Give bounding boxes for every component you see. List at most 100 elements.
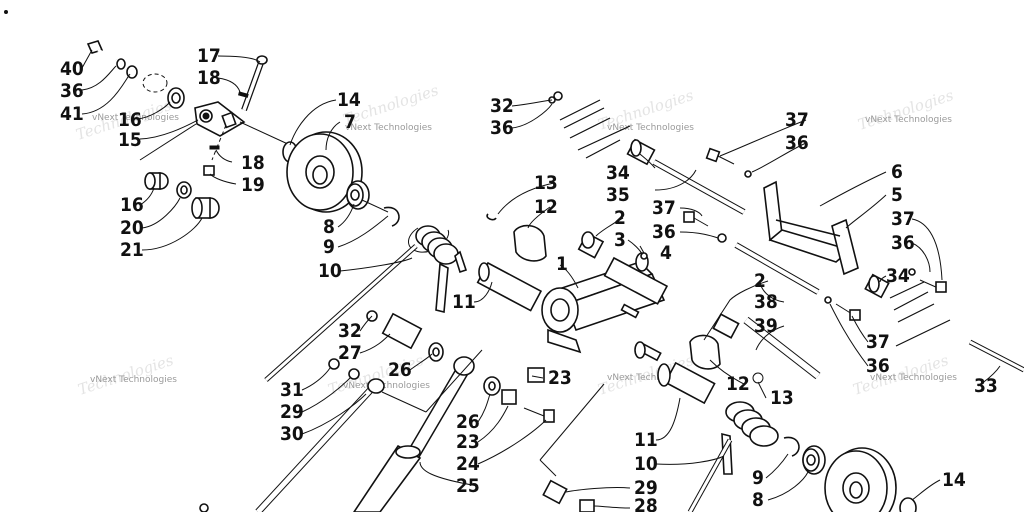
washer-36-top: [744, 170, 752, 178]
label-21: 21: [120, 239, 144, 261]
bearing-8: [346, 180, 370, 210]
bolt-37-right: [919, 279, 947, 293]
label-13: 13: [770, 387, 794, 409]
label-23: 23: [456, 431, 480, 453]
partial-nut: [199, 503, 209, 512]
bushing-23-lower: [501, 389, 517, 405]
label-26: 26: [388, 359, 412, 381]
label-19: 19: [241, 174, 265, 196]
label-32: 32: [338, 320, 362, 342]
washer-20: [176, 181, 192, 199]
bracket-5: [763, 180, 859, 276]
svg-text:Technologies: Technologies: [856, 86, 956, 134]
watermark-text: vNext Technologies: [343, 381, 430, 391]
label-36: 36: [891, 232, 915, 254]
label-36: 36: [60, 80, 84, 102]
label-29: 29: [280, 401, 304, 423]
bushing-34-top: [626, 138, 656, 166]
washer-26-left: [428, 342, 444, 362]
label-37: 37: [785, 109, 809, 131]
link-30: [255, 378, 385, 512]
watermark-text: vNext Technologies: [90, 375, 177, 385]
watermark-text: vNext Technologies: [865, 115, 952, 125]
label-9: 9: [323, 236, 335, 258]
washer-29-left: [348, 368, 360, 380]
label-18: 18: [241, 152, 265, 174]
bolt-37-top: [705, 147, 735, 165]
label-16: 16: [120, 194, 144, 216]
rod-38: [734, 242, 820, 295]
label-36: 36: [652, 221, 676, 243]
label-18: 18: [197, 67, 221, 89]
clip-13-right: [752, 372, 764, 384]
label-20: 20: [120, 217, 144, 239]
bearing-8-right: [802, 445, 826, 475]
callout-labels: 40 36 41 16 15 17 18 18 19 14 7 16 20 21…: [60, 45, 998, 512]
label-37: 37: [866, 331, 890, 353]
label-25: 25: [456, 475, 480, 497]
wheel-7-right: [824, 447, 917, 512]
label-7: 7: [344, 111, 356, 133]
watermark-text: vNext Technologies: [607, 373, 694, 383]
bushing-34-right: [864, 273, 890, 299]
label-40: 40: [60, 58, 84, 80]
spring-10-right: [687, 401, 779, 512]
label-14: 14: [337, 89, 361, 111]
bushing-29-lower: [542, 479, 568, 505]
snap-ring-9: [383, 206, 400, 227]
label-10: 10: [318, 260, 342, 282]
watermark-text: vNext Technologies: [607, 123, 694, 133]
frame-hatch-top: [559, 99, 631, 159]
bolt-37-lower: [835, 303, 861, 321]
bolt-40: [86, 40, 117, 62]
shock-25: [353, 356, 475, 512]
label-41: 41: [60, 103, 84, 125]
tube-11-right: [657, 361, 716, 405]
label-11: 11: [452, 291, 476, 313]
label-5: 5: [891, 184, 903, 206]
label-4: 4: [660, 242, 672, 264]
label-39: 39: [754, 315, 778, 337]
label-2: 2: [614, 207, 626, 229]
bushing-2-right: [712, 313, 740, 339]
label-32: 32: [490, 95, 514, 117]
washer-36-mid: [717, 233, 727, 243]
bushing-21: [191, 197, 220, 219]
washer-36-lower: [824, 296, 832, 304]
label-15: 15: [118, 129, 142, 151]
label-14: 14: [942, 469, 966, 491]
frame-hatch-right: [889, 281, 951, 347]
phantom-part: [142, 73, 168, 93]
watermark-text: vNext Technologies: [870, 373, 957, 383]
nut-19: [203, 165, 215, 176]
rod-39: [743, 316, 821, 380]
washer-26-right: [483, 376, 501, 396]
bolt-17: [241, 55, 268, 112]
label-11: 11: [634, 429, 658, 451]
label-12: 12: [534, 196, 558, 218]
label-3: 3: [614, 229, 626, 251]
nut-31: [328, 358, 340, 370]
label-13: 13: [534, 172, 558, 194]
nut-32-top: [553, 91, 563, 101]
label-9: 9: [752, 467, 764, 489]
leader-lines: [81, 49, 1001, 509]
watermark-text: vNext Technologies: [345, 123, 432, 133]
washer-36-right: [908, 268, 916, 276]
label-34: 34: [606, 162, 630, 184]
label-8: 8: [323, 216, 335, 238]
parts-drawing: [4, 10, 1024, 512]
spring-10-left: [264, 225, 468, 382]
shaft-11-left: [476, 261, 543, 312]
label-33: 33: [974, 375, 998, 397]
rod-33: [968, 339, 1024, 373]
label-6: 6: [891, 161, 903, 183]
pin-18-bottom: [209, 145, 220, 150]
label-12: 12: [726, 373, 750, 395]
snap-ring-9-right: [783, 436, 800, 457]
label-31: 31: [280, 379, 304, 401]
bushing-12-top: [513, 224, 547, 262]
label-30: 30: [280, 423, 304, 445]
